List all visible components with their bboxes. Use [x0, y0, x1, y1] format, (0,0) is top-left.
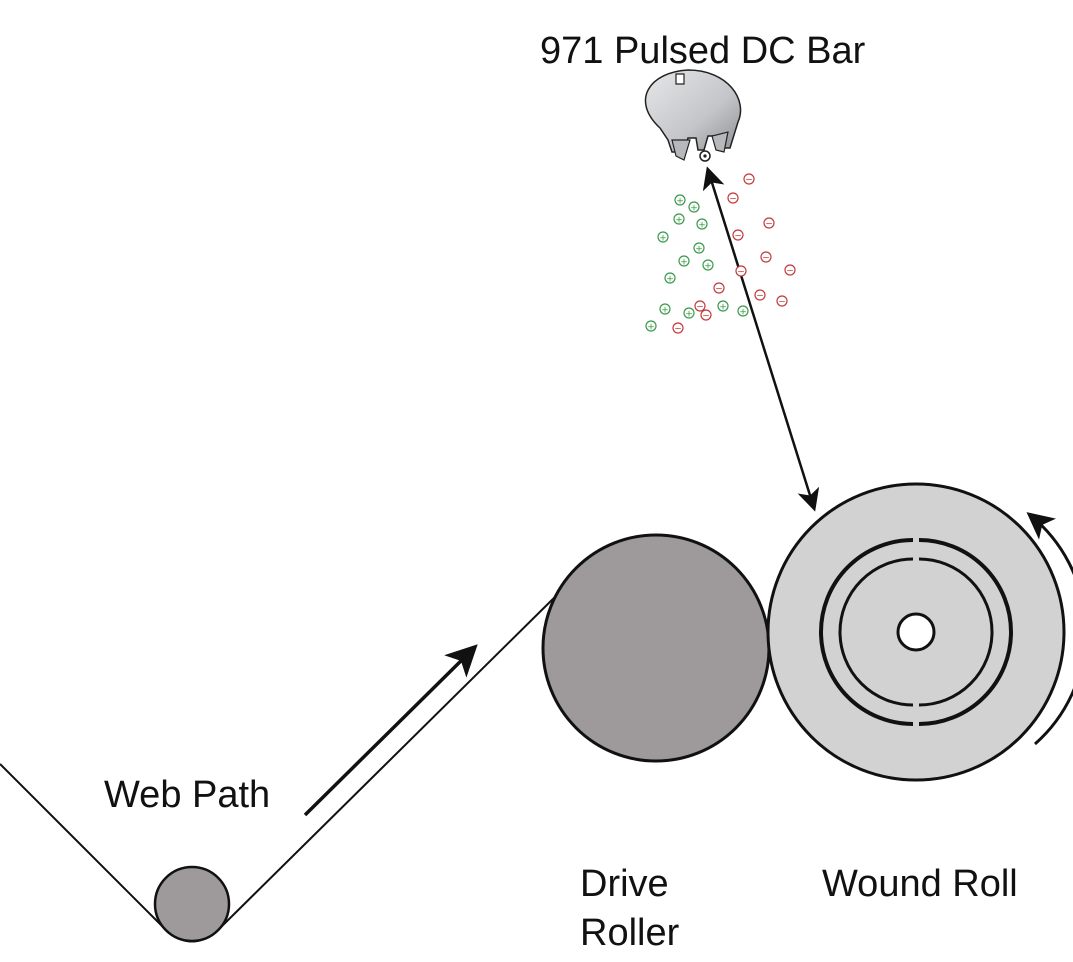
drive-roller-label-line1: Drive	[580, 863, 669, 905]
negative-ion	[735, 265, 747, 277]
negative-ion	[743, 173, 755, 185]
positive-ion	[688, 201, 700, 213]
negative-ion-symbol: −	[674, 324, 682, 334]
positive-ion	[673, 213, 685, 225]
positive-ion	[657, 231, 669, 243]
negative-ion	[754, 289, 766, 301]
idler-roller	[153, 865, 231, 943]
core-hole	[896, 612, 936, 652]
positive-ion	[696, 218, 708, 230]
positive-ion-symbol: +	[659, 233, 667, 243]
positive-ion-symbol: +	[719, 302, 727, 312]
positive-ion-symbol: +	[666, 274, 674, 284]
negative-ion-symbol: −	[756, 291, 764, 301]
negative-ion	[713, 282, 725, 294]
negative-ion-symbol: −	[786, 266, 794, 276]
negative-ion-symbol: −	[734, 231, 742, 241]
negative-ion	[776, 295, 788, 307]
positive-ion-symbol: +	[690, 203, 698, 213]
negative-ion-symbol: −	[765, 219, 773, 229]
positive-ion-symbol: +	[698, 220, 706, 230]
positive-ion	[674, 194, 686, 206]
positive-ion-symbol: +	[647, 322, 655, 332]
rotation-arrow	[1026, 512, 1073, 746]
positive-ion	[664, 272, 676, 284]
negative-ion	[700, 309, 712, 321]
pulsed-dc-bar-icon	[644, 69, 742, 162]
positive-ion	[717, 300, 729, 312]
negative-ion	[672, 322, 684, 334]
positive-ion-symbol: +	[680, 257, 688, 267]
negative-ion-symbol: −	[737, 267, 745, 277]
positive-ion	[702, 259, 714, 271]
positive-ion-symbol: +	[695, 244, 703, 254]
negative-ion	[694, 300, 706, 312]
negative-ion-symbol: −	[762, 253, 770, 263]
drive-roller	[541, 533, 771, 763]
negative-ion	[763, 217, 775, 229]
positive-ion	[678, 255, 690, 267]
positive-ion-symbol: +	[676, 196, 684, 206]
negative-ion	[727, 192, 739, 204]
drive-roller-label: Drive Roller	[580, 860, 679, 959]
positive-ion-symbol: +	[685, 309, 693, 319]
drive-roller-label-line2: Roller	[580, 912, 680, 955]
wound-roll-label: Wound Roll	[822, 863, 1018, 905]
positive-ion	[693, 242, 705, 254]
negative-ion-symbol: −	[778, 297, 786, 307]
positive-ion-symbol: +	[661, 305, 669, 315]
ion-cloud: ++++++++++++++−−−−−−−−−−−−−	[645, 173, 796, 334]
negative-ion-symbol: −	[702, 311, 710, 321]
negative-ion-symbol: −	[696, 302, 704, 312]
positive-ion-symbol: +	[675, 215, 683, 225]
wound-roll	[766, 482, 1066, 782]
positive-ion-symbol: +	[704, 261, 712, 271]
negative-ion-symbol: −	[745, 175, 753, 185]
web-path-label: Web Path	[104, 774, 271, 816]
negative-ion	[760, 251, 772, 263]
positive-ion	[737, 305, 749, 317]
negative-ion	[784, 264, 796, 276]
distance-double-arrow	[702, 166, 820, 512]
negative-ion	[732, 229, 744, 241]
positive-ion	[659, 303, 671, 315]
positive-ion	[645, 320, 657, 332]
negative-ion-symbol: −	[729, 194, 737, 204]
bar-title: 971 Pulsed DC Bar	[540, 30, 866, 72]
positive-ion	[683, 307, 695, 319]
web-direction-arrow	[303, 644, 478, 817]
web-path	[0, 591, 561, 943]
negative-ion-symbol: −	[715, 284, 723, 294]
positive-ion-symbol: +	[739, 307, 747, 317]
